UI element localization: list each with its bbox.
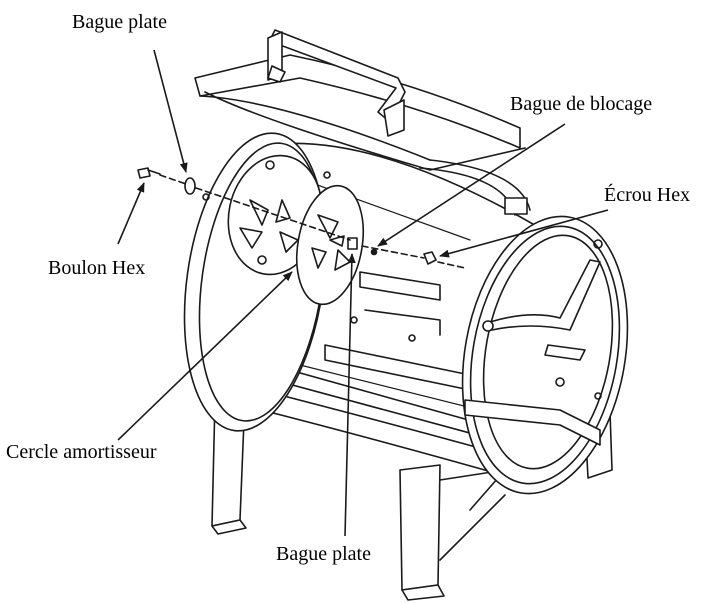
bolt-assembly — [137, 167, 466, 269]
leader-bague-plate-bottom — [344, 253, 356, 537]
inner-bracket — [350, 271, 441, 342]
ring-right — [461, 215, 629, 495]
label-bague-de-blocage: Bague de blocage — [510, 93, 653, 115]
leader-cercle — [117, 271, 293, 441]
label-ecrou-hex: Écrou Hex — [604, 184, 691, 206]
leader-bague-blocage — [377, 123, 566, 247]
label-boulon-hex: Boulon Hex — [48, 257, 146, 279]
lid — [194, 29, 531, 216]
leader-lines — [117, 49, 609, 537]
leader-bague-plate-top — [153, 49, 188, 173]
leader-ecrou-hex — [439, 209, 609, 258]
label-cercle-amortisseur: Cercle amortisseur — [6, 441, 157, 463]
damper-disc — [296, 184, 364, 306]
label-bague-plate-bottom: Bague plate — [276, 543, 371, 565]
leader-boulon-hex — [117, 182, 145, 245]
label-bague-plate-top: Bague plate — [72, 11, 167, 33]
leg-front — [399, 464, 506, 601]
